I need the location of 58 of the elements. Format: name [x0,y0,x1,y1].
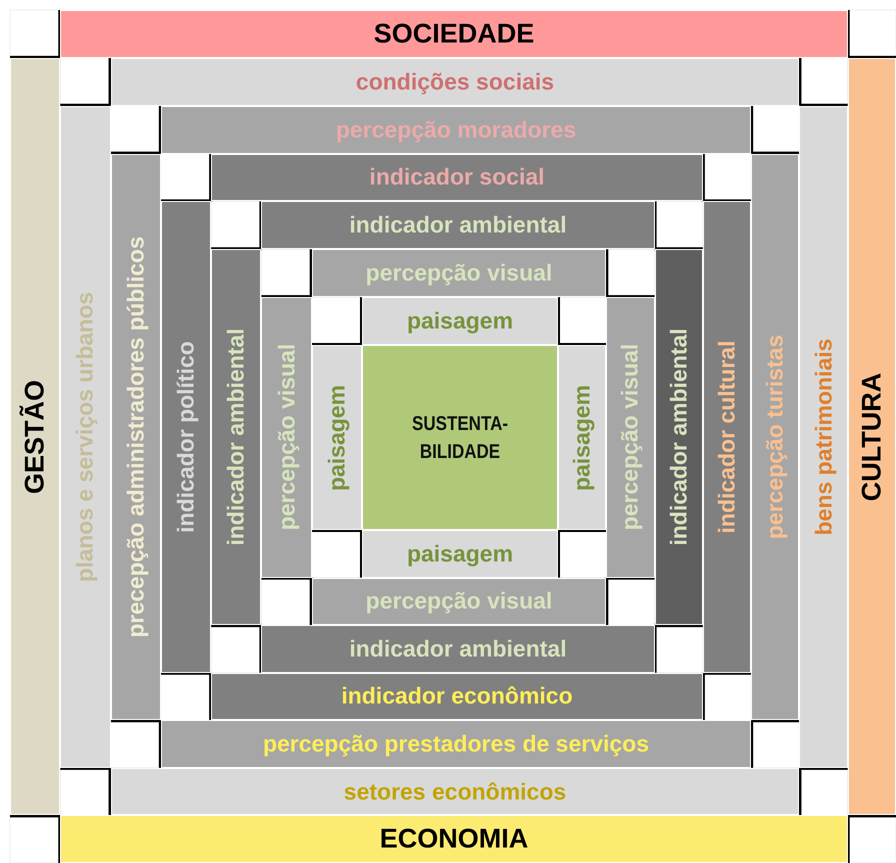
band-label: percepção moradores [336,118,576,142]
band-label: indicador ambiental [224,328,248,546]
center-label: SUSTENTA- BILIDADE [411,412,509,464]
center-box [362,345,558,530]
band-label: paisagem [325,384,348,491]
band-label: GESTÃO [22,380,49,494]
band-label: indicador ambiental [349,214,567,237]
band-label: indicador político [174,341,198,533]
band-label: percepção visual [618,344,642,531]
band-label: paisagem [570,384,594,491]
band [702,201,752,673]
band [110,58,800,106]
band [60,10,848,58]
band [160,106,752,154]
band [362,297,558,345]
band [10,58,60,816]
band-label: percepção visual [366,262,552,285]
band [211,154,703,202]
band [799,106,848,768]
band-label: indicador ambiental [667,328,690,546]
band-label: SOCIEDADE [374,20,534,48]
band [60,106,111,768]
band-label: paisagem [406,310,514,333]
band [261,625,655,673]
band [261,201,655,250]
band-label: ECONOMIA [380,826,528,853]
band [362,530,558,578]
band-label: percepção visual [366,590,552,613]
band [60,815,848,863]
band [751,154,800,720]
band-label: precepção administradores públicos [124,236,148,638]
band-label: planos e serviços urbanos [74,292,97,582]
band [211,672,703,720]
band-label: percepção prestadores de serviços [262,732,650,756]
band-label: indicador cultural [715,340,738,534]
band-label: setores econômicos [344,780,566,804]
band-label: paisagem [406,542,514,566]
band [160,201,212,673]
band [606,297,655,578]
band [654,249,703,626]
band [848,58,896,816]
band-label: indicador ambiental [349,637,567,660]
band [160,720,752,768]
band-label: percepção turistas [764,334,787,540]
band-label: condições sociais [356,70,554,94]
band-label: indicador econômico [341,684,573,708]
band [312,578,606,626]
band-label: CULTURA [858,372,886,501]
band-label: percepção visual [275,344,298,531]
band [312,345,362,530]
band [312,249,606,298]
band [211,249,262,626]
band [558,345,606,530]
band [110,768,800,816]
band [261,297,312,578]
band [110,154,161,720]
band-label: bens patrimoniais [812,338,836,536]
band-label: indicador social [369,166,545,189]
